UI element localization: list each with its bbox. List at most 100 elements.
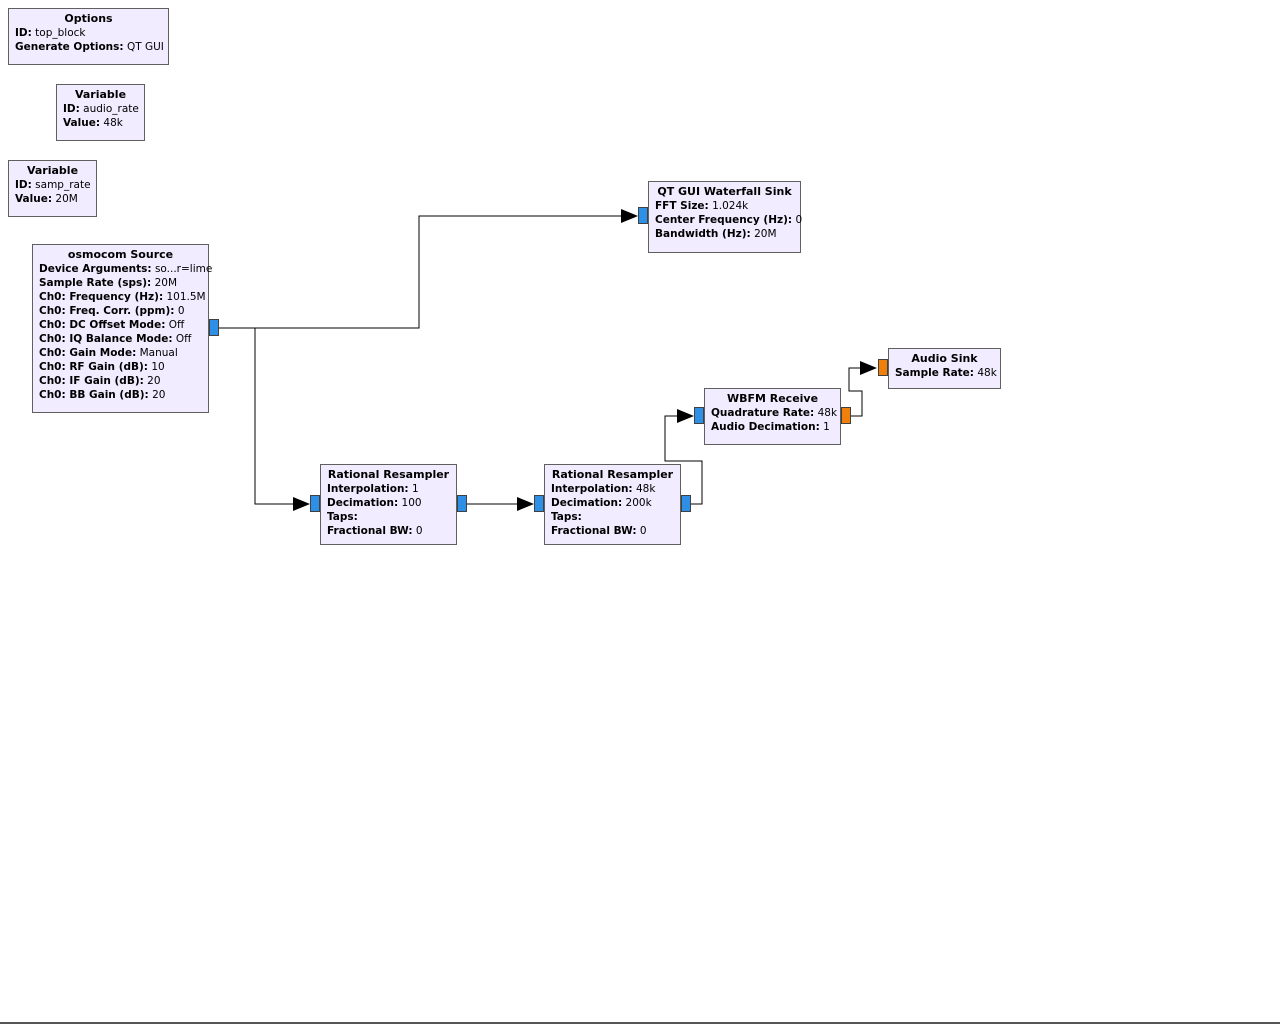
param-row: Sample Rate: 48k (895, 366, 997, 380)
wire-osmocom-to-waterfall[interactable] (219, 215, 621, 329)
arrow-resampler1-in (293, 497, 310, 511)
param-row: Interpolation: 1 (327, 482, 450, 496)
block-title: Audio Sink (911, 352, 978, 365)
block-title: osmocom Source (67, 248, 174, 261)
param-key: Ch0: Frequency (Hz): (39, 291, 164, 303)
param-value: 48k (103, 117, 123, 129)
param-key: Taps: (551, 511, 582, 523)
param-row: Ch0: IQ Balance Mode: Off (39, 332, 202, 346)
resampler2-out-port[interactable] (681, 495, 691, 512)
param-value: 0 (639, 525, 647, 537)
resampler1-out-port[interactable] (457, 495, 467, 512)
param-value: 0 (795, 214, 803, 226)
block-title: Variable (74, 88, 127, 101)
param-key: Value: (15, 193, 53, 205)
param-key: FFT Size: (655, 200, 709, 212)
param-row: Taps: (551, 510, 674, 524)
param-value: 20M (55, 193, 78, 205)
param-key: Interpolation: (551, 483, 633, 495)
wbfm-out-port[interactable] (841, 407, 851, 424)
param-row: Quadrature Rate: 48k (711, 406, 838, 420)
param-value: 0 (177, 305, 185, 317)
param-value: 20 (147, 375, 161, 387)
param-row: Taps: (327, 510, 450, 524)
param-value: so...r=lime (154, 263, 213, 275)
param-value: Off (175, 333, 192, 345)
osmocom-out-port[interactable] (209, 319, 219, 336)
param-key: Center Frequency (Hz): (655, 214, 793, 226)
osmocom-source-block[interactable]: osmocom Source Device Arguments: so...r=… (32, 244, 212, 413)
param-row: Generate Options: QT GUI (15, 40, 164, 54)
param-row: Ch0: Gain Mode: Manual (39, 346, 202, 360)
block-title: Rational Resampler (327, 468, 450, 481)
arrow-waterfall-in (621, 209, 638, 223)
param-value: 100 (401, 497, 422, 509)
param-key: Fractional BW: (551, 525, 637, 537)
param-value: audio_rate (83, 103, 139, 115)
arrow-resampler2-in (517, 497, 534, 511)
block-title: Variable (26, 164, 79, 177)
arrow-audiosink-in (860, 361, 877, 375)
audiosink-in-port[interactable] (878, 359, 888, 376)
param-row: Decimation: 100 (327, 496, 450, 510)
param-row: Bandwidth (Hz): 20M (655, 227, 794, 241)
param-row: Decimation: 200k (551, 496, 674, 510)
block-title: Rational Resampler (551, 468, 674, 481)
param-row: Ch0: IF Gain (dB): 20 (39, 374, 202, 388)
param-value: 20M (754, 228, 777, 240)
param-key: Bandwidth (Hz): (655, 228, 751, 240)
param-row: Fractional BW: 0 (551, 524, 674, 538)
param-value: top_block (35, 27, 86, 39)
param-key: Device Arguments: (39, 263, 152, 275)
param-value: Manual (139, 347, 178, 359)
param-value: 1 (823, 421, 830, 433)
param-value: 200k (625, 497, 652, 509)
param-row: FFT Size: 1.024k (655, 199, 794, 213)
param-key: Taps: (327, 511, 358, 523)
param-row: Audio Decimation: 1 (711, 420, 834, 434)
resampler1-in-port[interactable] (310, 495, 320, 512)
param-value: QT GUI (126, 41, 164, 53)
param-value: Off (168, 319, 185, 331)
param-row: Ch0: Frequency (Hz): 101.5M (39, 290, 206, 304)
param-key: Decimation: (551, 497, 623, 509)
audio-sink-block[interactable]: Audio Sink Sample Rate: 48k (888, 348, 1001, 389)
param-value: 101.5M (166, 291, 206, 303)
param-row: ID: audio_rate (63, 102, 139, 116)
param-value: 1.024k (712, 200, 749, 212)
param-row: ID: samp_rate (15, 178, 91, 192)
param-row: Ch0: RF Gain (dB): 10 (39, 360, 202, 374)
param-key: Decimation: (327, 497, 399, 509)
param-key: Interpolation: (327, 483, 409, 495)
wire-osmocom-to-resampler1[interactable] (254, 328, 293, 505)
param-key: Audio Decimation: (711, 421, 820, 433)
waterfall-in-port[interactable] (638, 207, 648, 224)
block-title: Options (64, 12, 113, 25)
param-key: Ch0: Gain Mode: (39, 347, 137, 359)
block-title: WBFM Receive (726, 392, 819, 405)
param-value: 20M (154, 277, 178, 289)
param-key: ID: (63, 103, 80, 115)
param-row: Interpolation: 48k (551, 482, 674, 496)
param-key: Sample Rate: (895, 367, 974, 379)
wbfm-in-port[interactable] (694, 407, 704, 424)
param-key: Ch0: DC Offset Mode: (39, 319, 166, 331)
param-key: Fractional BW: (327, 525, 413, 537)
param-key: Ch0: Freq. Corr. (ppm): (39, 305, 175, 317)
param-row: Value: 48k (63, 116, 138, 130)
param-value: 48k (817, 407, 838, 419)
resampler2-in-port[interactable] (534, 495, 544, 512)
param-key: ID: (15, 27, 32, 39)
